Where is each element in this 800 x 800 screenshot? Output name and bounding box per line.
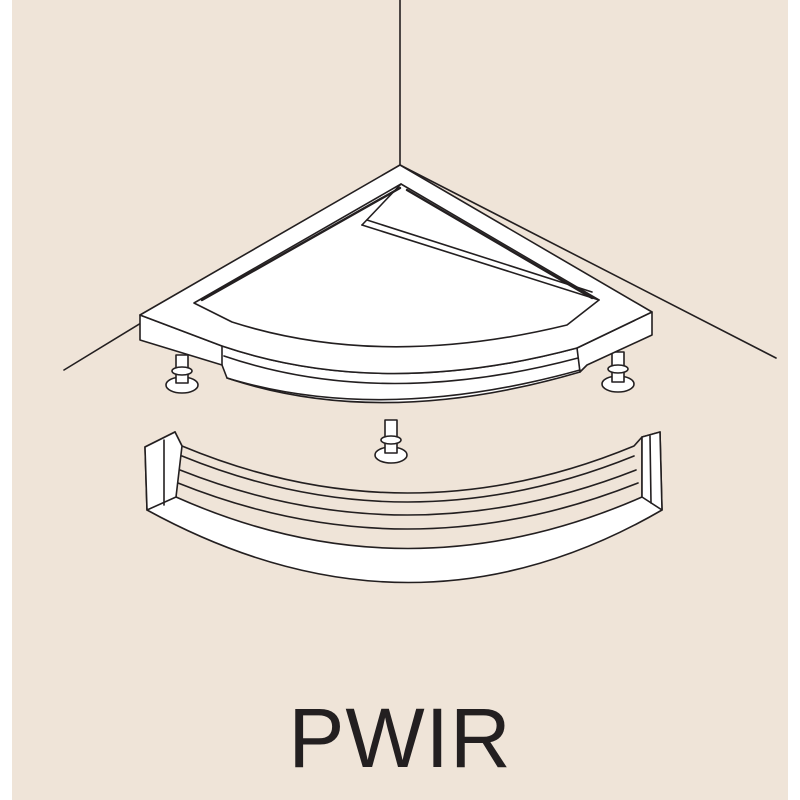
adjustable-foot-icon [601, 351, 635, 393]
product-code-label: PWIR [288, 691, 512, 785]
adjustable-foot-icon [374, 419, 408, 464]
front-panel-icon [144, 431, 663, 584]
adjustable-foot-icon [165, 354, 199, 394]
shower-tray-illustration [63, 0, 777, 584]
illustration-frame: PWIR [12, 0, 788, 800]
shower-tray-icon [139, 164, 653, 404]
